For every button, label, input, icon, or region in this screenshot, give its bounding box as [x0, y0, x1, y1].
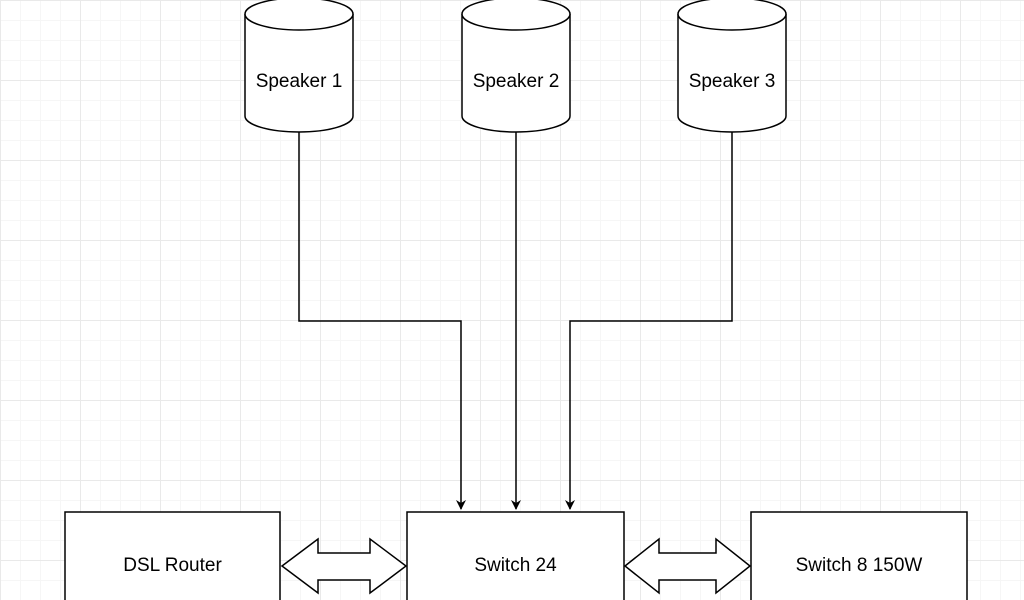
- edge-switch-24-switch-8-150w[interactable]: [623, 537, 752, 595]
- speaker-1-node[interactable]: [244, 0, 354, 133]
- dsl-router-label: DSL Router: [123, 555, 222, 576]
- edge-speaker-1-to-switch-24[interactable]: [298, 131, 466, 510]
- switch-8-150w-node[interactable]: [750, 511, 968, 600]
- edge-dsl-router-switch-24[interactable]: [280, 537, 408, 595]
- switch-24-node[interactable]: [406, 511, 625, 600]
- switch-24-label: Switch 24: [474, 555, 557, 576]
- speaker-3-label: Speaker 3: [688, 71, 776, 92]
- speaker-2-node[interactable]: [461, 0, 571, 133]
- dsl-router-node[interactable]: [64, 511, 281, 600]
- speaker-2-label: Speaker 2: [472, 71, 560, 92]
- speaker-3-node[interactable]: [677, 0, 787, 133]
- edge-speaker-3-to-switch-24[interactable]: [565, 131, 733, 510]
- speaker-1-label: Speaker 1: [255, 71, 343, 92]
- switch-8-150w-label: Switch 8 150W: [795, 555, 923, 576]
